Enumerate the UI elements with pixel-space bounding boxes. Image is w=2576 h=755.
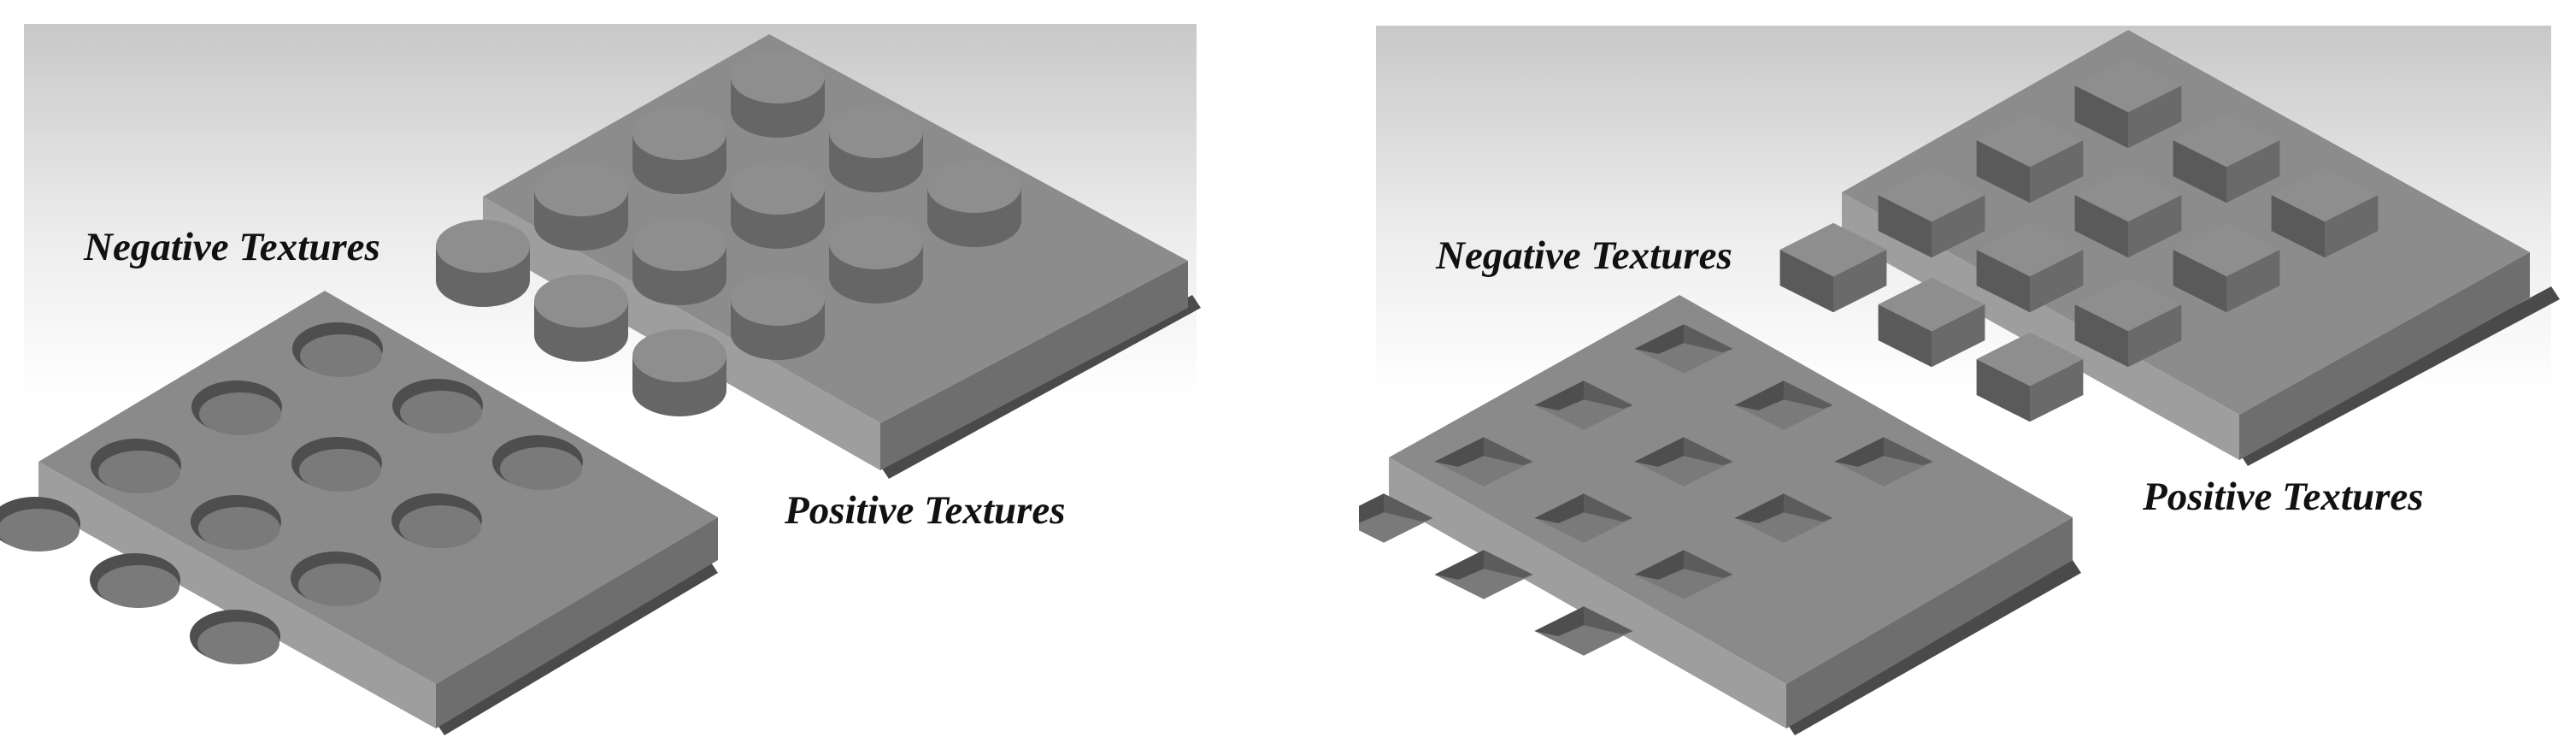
negative-textures-label: Negative Textures: [84, 225, 380, 269]
square-pillar: [1878, 168, 1985, 258]
plate-front-right: [436, 517, 718, 728]
negative-circular-recesses: [0, 322, 583, 664]
square-recess: [1434, 437, 1533, 487]
circular-recess: [391, 493, 482, 548]
circular-pillar: [829, 105, 923, 192]
positive-textures-label: Positive Textures: [2143, 475, 2424, 519]
plate-shadow: [436, 560, 718, 735]
circular-pillar: [927, 160, 1021, 247]
circular-recess: [292, 322, 383, 377]
square-recess: [1734, 493, 1833, 543]
plate-shadow: [2239, 286, 2560, 466]
circular-recess: [291, 552, 381, 606]
square-pillar: [2271, 168, 2379, 258]
positive-circular-features: [436, 50, 1021, 416]
square-pillar: [1878, 277, 1985, 368]
circular-texture-illustration: [0, 24, 1201, 735]
negative-textures-label: Negative Textures: [1436, 233, 1732, 278]
plate-front-right: [1786, 517, 2073, 728]
plate-top-face: [1389, 295, 2073, 684]
plate-front-right: [2239, 252, 2530, 460]
plate-front-left: [1389, 457, 1786, 728]
negative-texture-plate: [1359, 295, 2081, 735]
square-recess: [1634, 550, 1733, 599]
square-pillar: [2074, 58, 2182, 149]
circular-pillar: [632, 107, 726, 194]
circular-recess: [0, 497, 80, 552]
square-recess: [1834, 437, 1933, 487]
circular-pillar: [829, 216, 923, 304]
positive-textures-label: Positive Textures: [785, 488, 1066, 533]
circular-recess: [291, 437, 382, 492]
circular-pillar: [436, 220, 530, 307]
circular-pillar: [731, 273, 825, 360]
circular-texture-panel: Negative Textures Positive Textures: [0, 0, 1222, 755]
circular-recess: [91, 439, 181, 493]
circular-recess: [492, 435, 583, 490]
negative-texture-plate: [0, 291, 718, 735]
circular-pillar: [534, 163, 628, 251]
circular-pillar: [731, 50, 825, 138]
positive-texture-plate: [1779, 30, 2560, 466]
circular-pillar: [534, 274, 628, 362]
square-texture-panel: Negative Textures Positive Textures: [1359, 0, 2576, 755]
square-pillar: [2074, 277, 2182, 368]
circular-pillar: [632, 329, 726, 416]
square-recess: [1534, 606, 1633, 656]
square-pillar: [1976, 222, 2084, 313]
square-recess: [1634, 437, 1733, 487]
square-pillar: [1976, 332, 2084, 422]
circular-recess: [190, 610, 280, 664]
circular-pillar: [731, 162, 825, 249]
circular-recess: [392, 379, 483, 434]
square-recess: [1434, 550, 1533, 599]
circular-recess: [90, 553, 180, 608]
plate-front-left: [1842, 192, 2239, 460]
square-recess: [1359, 493, 1433, 543]
plate-shadow: [1786, 560, 2081, 735]
circular-recess: [191, 380, 282, 435]
positive-texture-plate: [436, 34, 1201, 479]
square-pillar: [1779, 222, 1887, 313]
square-pillar: [2173, 222, 2280, 313]
circular-pillar: [632, 218, 726, 305]
circular-recess: [191, 495, 281, 550]
square-texture-illustration: [1359, 26, 2560, 735]
square-pillar: [2173, 113, 2280, 203]
plate-front-right: [880, 261, 1188, 470]
square-pillar: [1976, 113, 2084, 203]
square-recess: [1534, 493, 1633, 543]
square-pillar: [2074, 168, 2182, 258]
positive-square-features: [1779, 58, 2379, 422]
plate-front-left: [38, 462, 436, 728]
